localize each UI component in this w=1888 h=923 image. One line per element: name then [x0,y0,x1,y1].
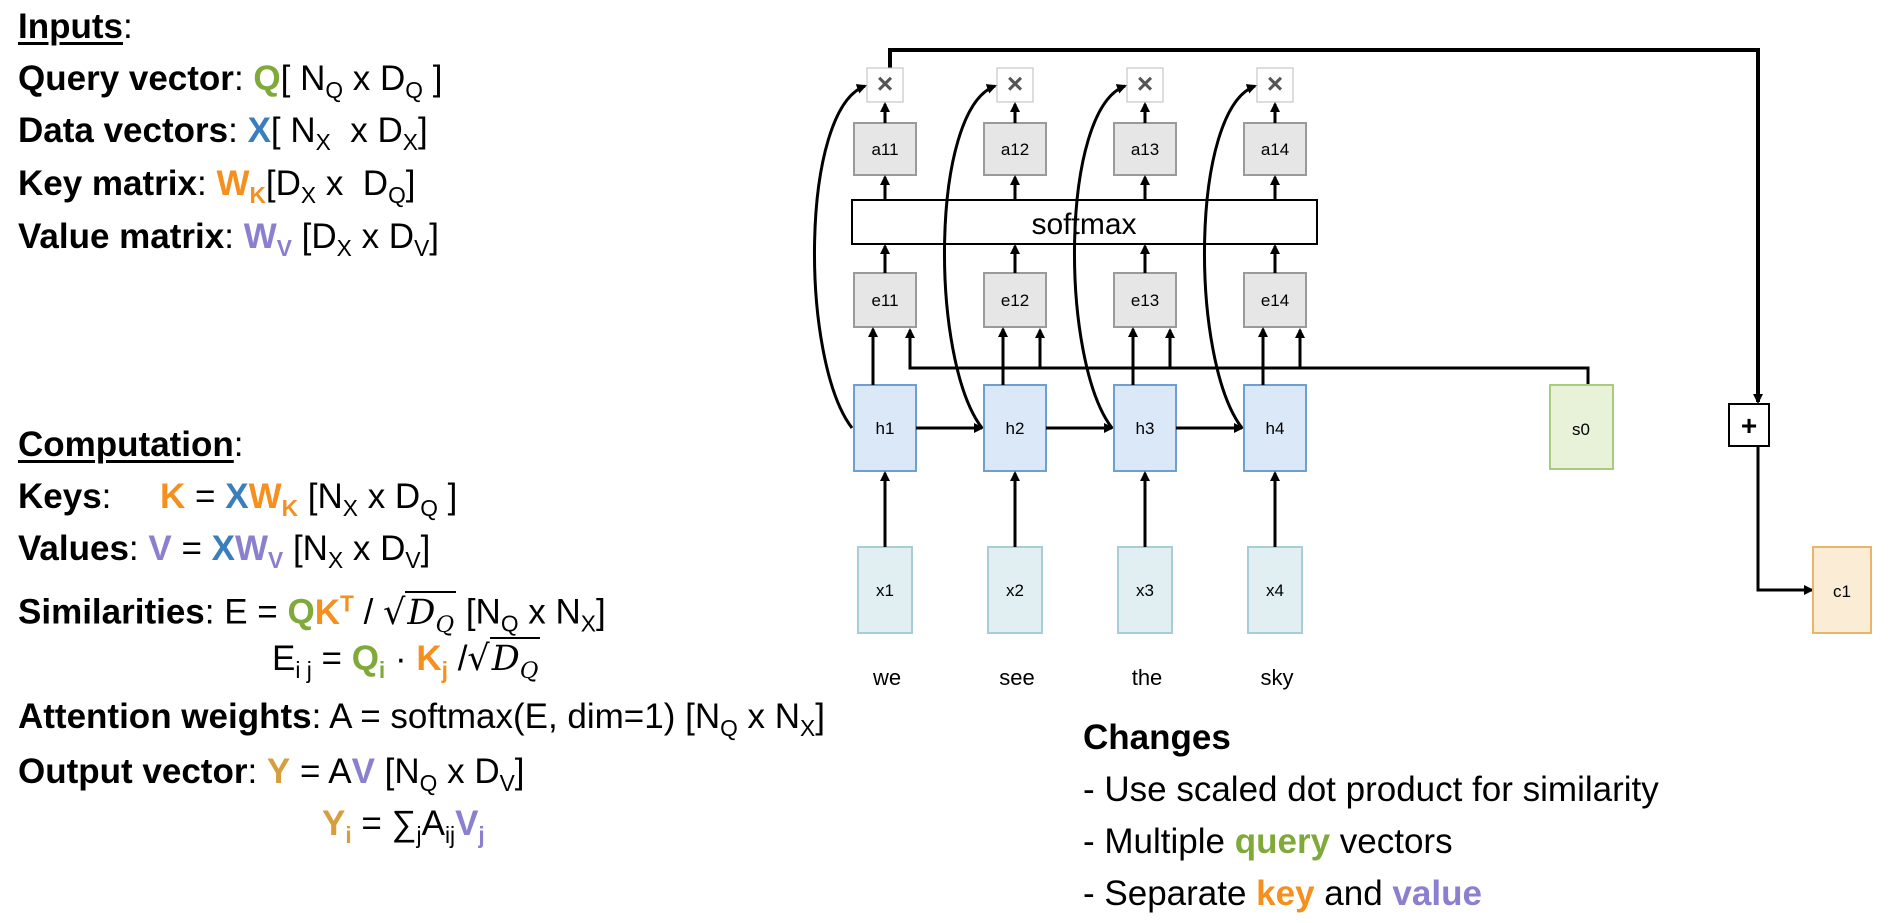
curved-arrow-h-to-mult-2 [942,84,997,429]
s0-bus [905,328,1590,385]
word-2: see [999,665,1034,690]
x-node-2-label: x2 [1006,581,1024,600]
changes-heading: Changes [1083,718,1231,757]
change-item-2-pre: - Multiple [1083,822,1235,861]
context-arrow [1756,447,1814,595]
x-node-3-label: x3 [1136,581,1154,600]
change-item-3-mid: and [1314,874,1393,913]
values-line: Values: V = XWV [NX x DV] [18,529,431,573]
e-node-1-label: e11 [871,291,898,310]
h-node-3 [1113,384,1177,472]
s0-node [1549,384,1614,470]
x-node-2 [987,546,1043,634]
keys-label: Keys [18,477,102,516]
computation-heading-line: Computation: [18,425,244,464]
data-vectors-line: Data vectors: X[ NX x DX] [18,111,428,155]
a-node-1-label: a11 [871,140,898,159]
value-matrix-line: Value matrix: WV [DX x DV] [18,217,439,261]
x-node-4-label: x4 [1266,581,1284,600]
change-item-2: - Multiple query vectors [1083,816,1453,868]
curved-arrow-h-to-mult-1 [812,84,867,429]
word-4: sky [1261,665,1294,690]
mult-node-1 [866,67,904,103]
data-vectors-label: Data vectors [18,111,229,150]
h-node-2-label: h2 [1006,419,1025,438]
similarities-line: Similarities: E = QKT / √DQ [NQ x NX] [18,590,606,638]
x-node-3 [1117,546,1173,634]
mult-symbol-1: × [877,68,893,99]
h-node-4 [1243,384,1307,472]
a-node-4-label: a14 [1261,140,1289,159]
softmax-label: softmax [1031,208,1136,241]
word-3: the [1132,665,1163,690]
curved-arrow-h-to-mult-3 [1072,84,1127,429]
plus-node [1728,403,1770,447]
key-highlight: key [1256,874,1315,913]
e-node-3 [1113,272,1177,328]
mult-symbol-3: × [1137,68,1153,99]
e-node-4-label: e14 [1261,291,1289,310]
output-vector-line: Output vector: Y = AV [NQ x DV] [18,752,525,796]
value-matrix-label: Value matrix [18,217,225,256]
softmax-box [851,199,1318,245]
e-node-1 [853,272,917,328]
plus-symbol: + [1741,410,1757,441]
inputs-heading: Inputs [18,7,123,46]
query-vector-label: Query vector [18,59,234,98]
e-node-3-label: e13 [1131,291,1159,310]
c1-label: c1 [1833,582,1851,601]
inputs-heading-line: Inputs: [18,7,133,46]
curved-arrow-h-to-mult-4 [1202,84,1257,429]
attention-weights-label: Attention weights [18,697,312,736]
query-vector-line: Query vector: Q[ NQ x DQ ] [18,59,443,103]
change-item-1: - Use scaled dot product for similarity [1083,770,1659,809]
a-node-2-label: a12 [1001,140,1029,159]
change-item-3-pre: - Separate [1083,874,1257,913]
a-node-3-label: a13 [1131,140,1159,159]
output-elementwise-line: Yi = ∑jAijVj [322,804,485,848]
output-vector-label: Output vector [18,752,248,791]
attention-formula: A = softmax(E, dim=1) [329,697,676,736]
h-node-4-label: h4 [1266,419,1285,438]
x-node-4 [1247,546,1303,634]
h-node-3-label: h3 [1136,419,1155,438]
mult-node-4 [1256,67,1294,103]
key-matrix-line: Key matrix: WK[DX x DQ] [18,164,416,208]
a-node-2 [983,122,1047,176]
mult-symbol-2: × [1007,68,1023,99]
key-matrix-label: Key matrix [18,164,197,203]
h-node-1-label: h1 [876,419,895,438]
change-item-3: - Separate key and value [1083,868,1482,920]
mult-node-2 [996,67,1034,103]
mult-node-3 [1126,67,1164,103]
x-node-1-label: x1 [876,581,894,600]
e-node-2 [983,272,1047,328]
s0-label: s0 [1572,420,1590,439]
mult-symbol-4: × [1267,68,1283,99]
value-highlight: value [1392,874,1482,913]
keys-line: Keys: K = XWK [NX x DQ ] [18,477,458,521]
c1-node [1812,546,1872,634]
word-1: we [872,665,901,690]
computation-heading: Computation [18,425,234,464]
query-highlight: query [1234,822,1331,861]
values-label: Values [18,529,129,568]
output-sum-line [888,48,1763,404]
attention-weights-line: Attention weights: A = softmax(E, dim=1)… [18,697,825,741]
similarities-label: Similarities [18,592,205,632]
h-node-1 [853,384,917,472]
similarity-elementwise-line: Ei j = Qi · Kj /√DQ [272,637,541,684]
change-item-2-post: vectors [1330,822,1453,861]
e-node-2-label: e12 [1001,291,1029,310]
